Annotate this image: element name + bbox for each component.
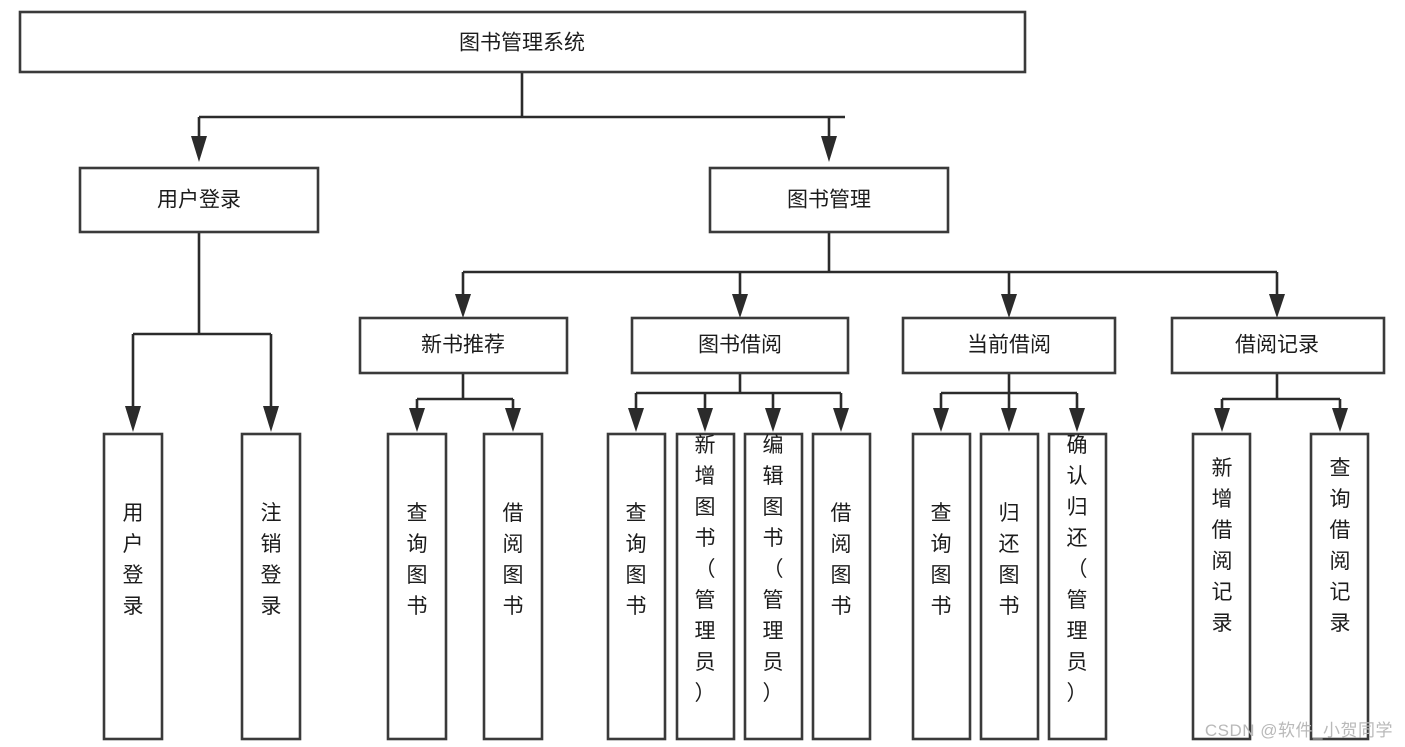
- leaf-node[interactable]: 查询借阅记录: [1309, 432, 1370, 741]
- leaf-node[interactable]: 借阅图书: [482, 432, 544, 741]
- leaf-box[interactable]: [386, 432, 448, 741]
- node-borrow-records-label: 借阅记录: [1235, 334, 1319, 357]
- arrow-head-icon: [1001, 408, 1017, 432]
- leaf-label: 查询图书: [626, 502, 647, 618]
- connector-group-user-login: [125, 232, 279, 432]
- leaf-box[interactable]: [911, 432, 972, 741]
- leaf-box[interactable]: [482, 432, 544, 741]
- leaf-box[interactable]: [1047, 432, 1108, 741]
- arrow-head-icon: [455, 294, 471, 318]
- connector-group-new-book: [409, 373, 521, 432]
- leaf-node[interactable]: 新增图书（管理员）: [675, 432, 736, 741]
- leaf-label: 借阅图书: [831, 502, 852, 618]
- node-book-management-label: 图书管理: [787, 189, 871, 212]
- leaf-node[interactable]: 归还图书: [979, 432, 1040, 741]
- leaf-box[interactable]: [675, 432, 736, 741]
- node-current-borrow[interactable]: 当前借阅: [901, 316, 1117, 375]
- arrow-head-icon: [697, 408, 713, 432]
- leaf-label: 新增借阅记录: [1212, 457, 1233, 635]
- arrow-head-icon: [263, 406, 279, 432]
- node-borrow-records-box[interactable]: [1170, 316, 1386, 375]
- node-book-management[interactable]: 图书管理: [708, 166, 950, 234]
- leaf-node[interactable]: 借阅图书: [811, 432, 872, 741]
- arrow-head-icon: [409, 408, 425, 432]
- leaf-label: 用户登录: [123, 502, 144, 618]
- csdn-watermark: CSDN @软件_小贺同学: [1204, 721, 1393, 740]
- arrow-head-icon: [1332, 408, 1348, 432]
- leaf-label: 借阅图书: [503, 502, 524, 618]
- arrow-head-icon: [821, 136, 837, 162]
- node-new-book-recommend-label: 新书推荐: [421, 334, 505, 357]
- leaf-label: 编辑图书（管理员）: [763, 434, 784, 705]
- leaf-box[interactable]: [240, 432, 302, 741]
- leaf-box[interactable]: [811, 432, 872, 741]
- arrow-head-icon: [933, 408, 949, 432]
- node-user-login[interactable]: 用户登录: [78, 166, 320, 234]
- node-root-label: 图书管理系统: [459, 32, 585, 55]
- arrow-head-icon: [1069, 408, 1085, 432]
- arrow-head-icon: [833, 408, 849, 432]
- leaf-label: 注销登录: [261, 502, 282, 618]
- node-current-borrow-box[interactable]: [901, 316, 1117, 375]
- leaf-label: 新增图书（管理员）: [695, 434, 716, 705]
- leaf-label: 查询借阅记录: [1330, 457, 1351, 635]
- node-book-management-box[interactable]: [708, 166, 950, 234]
- node-root-box[interactable]: [18, 10, 1027, 74]
- leaf-node[interactable]: 查询图书: [606, 432, 667, 741]
- leaf-node[interactable]: 确认归还（管理员）: [1047, 432, 1108, 741]
- leaf-box[interactable]: [102, 432, 164, 741]
- node-current-borrow-label: 当前借阅: [967, 334, 1051, 357]
- node-book-borrow-box[interactable]: [630, 316, 850, 375]
- connector-group-book-mgmt: [455, 232, 1285, 318]
- connector-group-root: [191, 72, 845, 162]
- connector-group-current: [933, 373, 1085, 432]
- connector-group-records: [1214, 373, 1348, 432]
- leaf-label: 查询图书: [931, 502, 952, 618]
- node-user-login-box[interactable]: [78, 166, 320, 234]
- leaf-box[interactable]: [979, 432, 1040, 741]
- leaf-box[interactable]: [606, 432, 667, 741]
- connector-group-borrow: [628, 373, 849, 432]
- leaf-node[interactable]: 新增借阅记录: [1191, 432, 1252, 741]
- leaf-node[interactable]: 用户登录: [102, 432, 164, 741]
- arrow-head-icon: [1214, 408, 1230, 432]
- node-book-borrow[interactable]: 图书借阅: [630, 316, 850, 375]
- leaf-node[interactable]: 查询图书: [911, 432, 972, 741]
- leaf-box[interactable]: [743, 432, 804, 741]
- node-new-book-recommend-box[interactable]: [358, 316, 569, 375]
- node-user-login-label: 用户登录: [157, 189, 241, 212]
- arrow-head-icon: [505, 408, 521, 432]
- node-book-borrow-label: 图书借阅: [698, 334, 782, 357]
- arrow-head-icon: [125, 406, 141, 432]
- node-root[interactable]: 图书管理系统: [18, 10, 1027, 74]
- arrow-head-icon: [765, 408, 781, 432]
- leaf-node[interactable]: 编辑图书（管理员）: [743, 432, 804, 741]
- leaf-node[interactable]: 查询图书: [386, 432, 448, 741]
- leaf-node[interactable]: 注销登录: [240, 432, 302, 741]
- arrow-head-icon: [191, 136, 207, 162]
- node-new-book-recommend[interactable]: 新书推荐: [358, 316, 569, 375]
- leaf-box[interactable]: [1191, 432, 1252, 741]
- leaf-label: 归还图书: [999, 502, 1020, 618]
- arrow-head-icon: [1269, 294, 1285, 318]
- arrow-head-icon: [732, 294, 748, 318]
- leaf-label: 确认归还（管理员）: [1067, 434, 1088, 705]
- leaf-label: 查询图书: [407, 502, 428, 618]
- leaf-box[interactable]: [1309, 432, 1370, 741]
- node-borrow-records[interactable]: 借阅记录: [1170, 316, 1386, 375]
- arrow-head-icon: [1001, 294, 1017, 318]
- arrow-head-icon: [628, 408, 644, 432]
